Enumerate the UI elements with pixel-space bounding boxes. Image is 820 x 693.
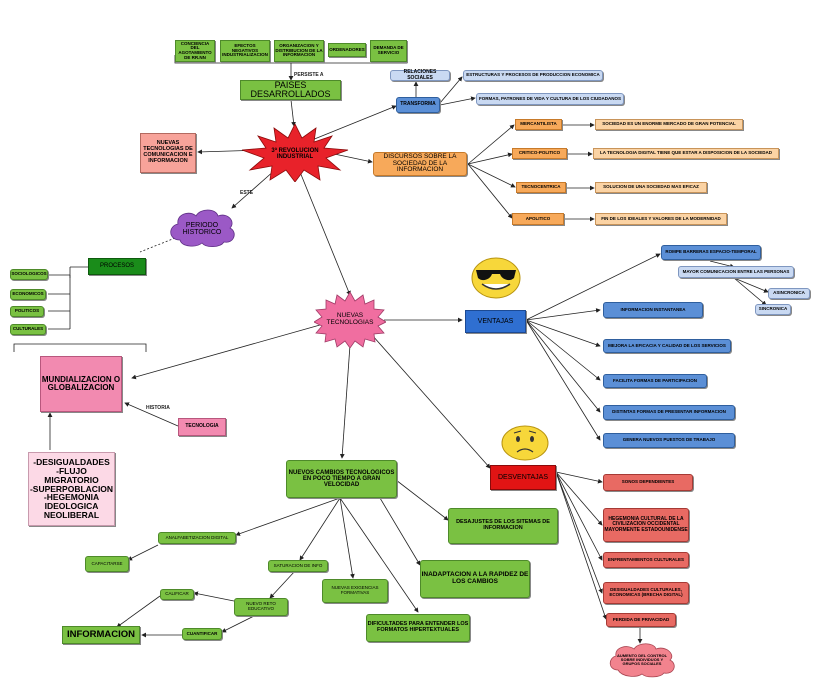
mercado-node[interactable]: SOCIEDAD ES UN ENORME MERCADO DE GRAN PO… [595, 119, 743, 130]
economicos-node[interactable]: ECONOMICOS [10, 289, 46, 300]
sociologicos-node[interactable]: SOCIOLOGICOS [10, 269, 48, 280]
capacitarse-node[interactable]: CAPACITARSE [85, 556, 129, 572]
desigualdades-node[interactable]: -DESIGUALDADES -FLUJO MIGRATORIO -SUPERP… [28, 452, 115, 526]
dificultades-node[interactable]: DIFICULTADES PARA ENTENDER LOS FORMATOS … [366, 614, 470, 642]
periodo-label: PERIODO HISTORICO [182, 221, 222, 236]
link-persiste: PERSISTE A [294, 72, 324, 78]
mercantilista-node[interactable]: MERCANTILISTA [515, 119, 562, 130]
estructuras-node[interactable]: ESTRUCTURAS Y PROCESOS DE PRODUCCION ECO… [463, 70, 603, 81]
hegemonia-node[interactable]: HEGEMONIA CULTURAL DE LA CIVILIZACION OC… [603, 508, 689, 542]
ventajas-node[interactable]: VENTAJAS [465, 310, 526, 333]
cambios-node[interactable]: NUEVOS CAMBIOS TECNOLOGICOS EN POCO TIEM… [286, 460, 397, 498]
demanda-node[interactable]: DEMANDA DE SERVICIO [370, 40, 407, 62]
sincronica-node[interactable]: SINCRONICA [755, 304, 791, 315]
discursos-node[interactable]: DISCURSOS SOBRE LA SOCIEDAD DE LA INFORM… [373, 152, 467, 176]
worried-smiley-icon [501, 425, 549, 461]
alfabetizacion-node[interactable]: ANALFABETIZACION DIGITAL [158, 532, 236, 544]
formas-node[interactable]: FORMAS, PATRONES DE VIDA Y CULTURA DE LO… [476, 93, 624, 105]
sonos-node[interactable]: SONOS DEPENDIENTES [603, 474, 693, 491]
link-historia: HISTORIA [146, 405, 170, 411]
politicos-node[interactable]: POLITICOS [10, 306, 44, 317]
participacion-node[interactable]: FACILITA FORMAS DE PARTICIPACION [603, 374, 707, 388]
mayor-com-node[interactable]: MAYOR COMUNICACION ENTRE LAS PERSONAS [678, 266, 794, 278]
privacidad-node[interactable]: PERDIDA DE PRIVACIDAD [606, 613, 676, 627]
periodo-cloud[interactable] [166, 208, 238, 248]
informacion-node[interactable]: INFORMACION [62, 626, 140, 644]
instantanea-node[interactable]: INFORMACION INSTANTANEA [603, 302, 703, 318]
culturales-node[interactable]: CULTURALES [10, 324, 46, 335]
exigencias-node[interactable]: NUEVAS EXIGENCIAS FORMATIVAS [322, 579, 388, 603]
calificar-node[interactable]: CALIFICAR [160, 589, 194, 600]
conciencia-node[interactable]: CONCIENCIA DEL AGOTAMIENTO DE RR.NN [175, 40, 215, 62]
presentar-node[interactable]: DISTINTAS FORMAS DE PRESENTAR INFORMACIO… [603, 405, 735, 420]
tecnocentrica-node[interactable]: TECNOCENTRICA [516, 182, 566, 193]
aumento-label: AUMENTO DEL CONTROL SOBRE INDIVIDUOS Y G… [616, 652, 668, 667]
procesos-node[interactable]: PROCESOS [88, 258, 146, 275]
fin-node[interactable]: FIN DE LOS IDEALES Y VALORES DE LA MODER… [595, 213, 727, 225]
saturacion-node[interactable]: SATURACION DE INFO [268, 560, 328, 572]
revolucion-label: 3ª REVOLUCION INDUSTRIAL [271, 147, 319, 160]
efectos-node[interactable]: EFECTOS NEGATIVOS INDUSTRIALIZACION [220, 40, 270, 62]
reto-node[interactable]: NUEVO RETO EDUCATIVO [234, 598, 288, 616]
asincronica-node[interactable]: ASINCRONICA [768, 288, 810, 299]
aumento-cloud[interactable] [606, 642, 678, 678]
relaciones-node[interactable]: RELACIONES SOCIALES [390, 70, 450, 81]
mundializacion-node[interactable]: MUNDIALIZACION O GLOBALIZACION [40, 356, 122, 412]
sunglasses-smiley-icon [471, 257, 521, 299]
rompe-node[interactable]: ROMPE BARRERAS ESPACIO-TEMPORAL [661, 245, 761, 260]
paises-node[interactable]: PAISES DESARROLLADOS [240, 80, 341, 100]
apolitico-node[interactable]: APOLITICO [512, 213, 564, 225]
ordenadores-node[interactable]: ORDENADORES [328, 43, 366, 57]
solucion-node[interactable]: SOLUCION DE UNA SOCIEDAD MAS EFICAZ [595, 182, 707, 193]
tecnologia-node[interactable]: TECNOLOGIA [178, 418, 226, 436]
cuantificar-node[interactable]: CUANTIFICAR [182, 628, 222, 640]
organizacion-node[interactable]: ORGANIZACION Y DISTRIBUCION DE LA INFORM… [274, 40, 324, 62]
inadaptacion-node[interactable]: INADAPTACION A LA RAPIDEZ DE LOS CAMBIOS [420, 560, 530, 598]
brecha-tec-node[interactable]: LA TECNOLOGIA DIGITAL TIENE QUE ESTAR A … [593, 148, 779, 159]
enfrentamientos-node[interactable]: ENFRENTAMIENTOS CULTURALES [603, 552, 689, 568]
revolucion-burst[interactable] [240, 124, 350, 182]
des-culturales-node[interactable]: DESIGUALDADES CULTURALES, ECONOMICAS (BR… [603, 582, 689, 604]
critico-node[interactable]: CRITICO-POLITICO [512, 148, 567, 159]
nuevas-tec-com-node[interactable]: NUEVAS TECNOLOGIAS DE COMUNICACION E INF… [140, 133, 196, 173]
nuevas-tec-label: NUEVAS TECNOLOGIAS [326, 312, 374, 326]
desajustes-node[interactable]: DESAJUSTES DE LOS SITEMAS DE INFORMACION [448, 508, 558, 544]
nuevas-tec-burst[interactable] [314, 292, 386, 348]
transforma-node[interactable]: TRANSFORMA [396, 97, 440, 113]
empleo-node[interactable]: GENERA NUEVOS PUESTOS DE TRABAJO [603, 433, 735, 448]
link-este: ESTE [240, 190, 254, 196]
eficacia-node[interactable]: MEJORA LA EFICACIA Y CALIDAD DE LOS SERV… [603, 339, 731, 353]
desventajas-node[interactable]: DESVENTAJAS [490, 465, 556, 490]
